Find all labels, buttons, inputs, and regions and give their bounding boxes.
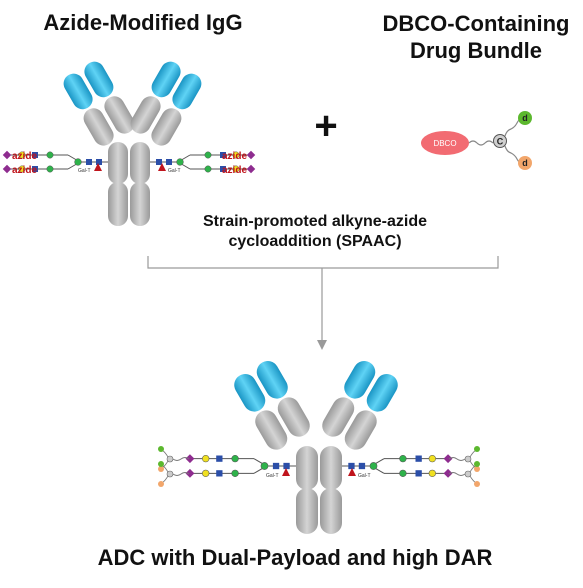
reaction-line2: cycloaddition (SPAAC) [228, 233, 402, 250]
left-enzyme-label: Gal-T [78, 168, 91, 174]
payload-orange-label: d [522, 158, 528, 168]
reaction-line1: Strain-promoted alkyne-azide [202, 213, 428, 230]
linker-main [468, 140, 494, 146]
azide-label-left-top: azide [12, 151, 37, 162]
product-right-fab [322, 360, 398, 450]
product-left-glycan [184, 453, 297, 479]
title-dbco-line1: DBCO-Containing [382, 11, 570, 36]
top-right-fab [130, 61, 202, 146]
product-fc [296, 446, 342, 534]
dbco-ellipse [421, 131, 469, 155]
product-arm-right-top [449, 446, 480, 472]
azide-label-left-bottom: azide [12, 165, 37, 176]
product-antibody: Gal-T Gal-T [157, 360, 480, 534]
drug-bundle: DBCO C d d [421, 111, 532, 170]
product-right-enzyme-icon [348, 468, 356, 476]
product-arm-right-bottom [449, 461, 480, 487]
product-arm-left-bottom [157, 460, 190, 488]
payload-green [518, 111, 532, 125]
title-dbco-line2: Drug Bundle [410, 38, 542, 63]
dbco-label: DBCO [433, 139, 456, 148]
azide-label-right-top: azide [222, 151, 247, 162]
right-enzyme-label: Gal-T [168, 168, 181, 174]
azide-label-right-bottom: azide [222, 165, 247, 176]
title-dbco-bundle: DBCO-Containing Drug Bundle [376, 10, 576, 64]
reaction-caption: Strain-promoted alkyne-azide cycloadditi… [190, 212, 440, 252]
result-caption: ADC with Dual-Payload and high DAR [97, 545, 493, 570]
product-left-enzyme-label: Gal-T [266, 473, 279, 479]
top-fc [108, 142, 150, 226]
top-antibody: Gal-T Gal-T azide azide azide azide [2, 61, 255, 226]
payload-green-label: d [522, 113, 528, 123]
right-enzyme-icon [158, 163, 166, 171]
core-label: C [497, 137, 504, 147]
payload-orange [518, 156, 532, 170]
core-node [493, 134, 507, 148]
left-enzyme-icon [94, 163, 102, 171]
product-arm-left-top [157, 445, 190, 473]
plus-sign: + [314, 104, 338, 148]
product-right-enzyme-label: Gal-T [358, 473, 371, 479]
top-left-fab [63, 61, 135, 146]
title-azide-igg: Azide-Modified IgG [43, 10, 243, 35]
reaction-arrow [147, 256, 499, 350]
product-left-enzyme-icon [282, 468, 290, 476]
product-left-fab [234, 360, 310, 450]
